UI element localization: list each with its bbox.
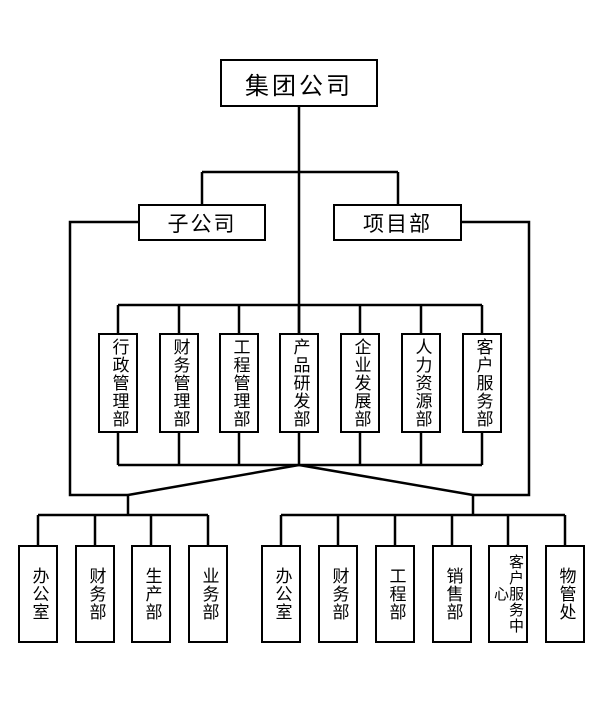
node-dept-finance: 财务管理部 bbox=[159, 333, 199, 433]
node-sub-finance: 财务部 bbox=[75, 545, 115, 643]
connector-diagonal-right bbox=[298, 463, 474, 497]
node-label: 办公室 bbox=[271, 567, 292, 621]
node-proj-finance: 财务部 bbox=[318, 545, 358, 643]
node-proj-sales: 销售部 bbox=[432, 545, 472, 643]
node-sub-office: 办公室 bbox=[18, 545, 58, 643]
node-label: 办公室 bbox=[28, 567, 49, 621]
connector-diagonal-left bbox=[127, 463, 300, 497]
node-dept-engineering: 工程管理部 bbox=[219, 333, 259, 433]
node-project-department: 项目部 bbox=[333, 204, 462, 241]
node-label: 工程管理部 bbox=[229, 338, 250, 428]
node-subsidiary: 子公司 bbox=[138, 204, 266, 241]
node-dept-customer-service: 客户服务部 bbox=[462, 333, 502, 433]
node-label: 财务部 bbox=[85, 567, 106, 621]
node-label: 企业发展部 bbox=[350, 338, 371, 428]
node-label: 生产部 bbox=[141, 567, 162, 621]
node-label: 物管处 bbox=[555, 567, 576, 621]
node-label: 产品研发部 bbox=[289, 338, 310, 428]
node-group-company: 集团公司 bbox=[220, 59, 378, 107]
node-label: 客户服务部 bbox=[472, 338, 493, 428]
node-label: 工程部 bbox=[385, 567, 406, 621]
node-dept-admin: 行政管理部 bbox=[98, 333, 138, 433]
node-label: 人力资源部 bbox=[411, 338, 432, 428]
node-label: 财务管理部 bbox=[169, 338, 190, 428]
node-sub-production: 生产部 bbox=[131, 545, 171, 643]
node-label: 业务部 bbox=[198, 567, 219, 621]
connector-subsidiary-side bbox=[68, 220, 138, 497]
node-sub-business: 业务部 bbox=[188, 545, 228, 643]
node-proj-property-management: 物管处 bbox=[545, 545, 585, 643]
node-label: 项目部 bbox=[363, 211, 432, 236]
node-proj-customer-service-center: 客户服务中心 bbox=[488, 545, 528, 643]
node-dept-hr: 人力资源部 bbox=[401, 333, 441, 433]
connector-project-side bbox=[462, 220, 531, 497]
node-dept-rnd: 产品研发部 bbox=[279, 333, 319, 433]
node-label: 销售部 bbox=[442, 567, 463, 621]
node-proj-office: 办公室 bbox=[261, 545, 301, 643]
node-label: 行政管理部 bbox=[108, 338, 129, 428]
node-dept-development: 企业发展部 bbox=[340, 333, 380, 433]
node-proj-engineering: 工程部 bbox=[375, 545, 415, 643]
node-label: 财务部 bbox=[328, 567, 349, 621]
node-label: 客户服务中心 bbox=[492, 554, 525, 634]
node-label: 子公司 bbox=[167, 211, 237, 236]
node-label: 集团公司 bbox=[245, 71, 353, 100]
